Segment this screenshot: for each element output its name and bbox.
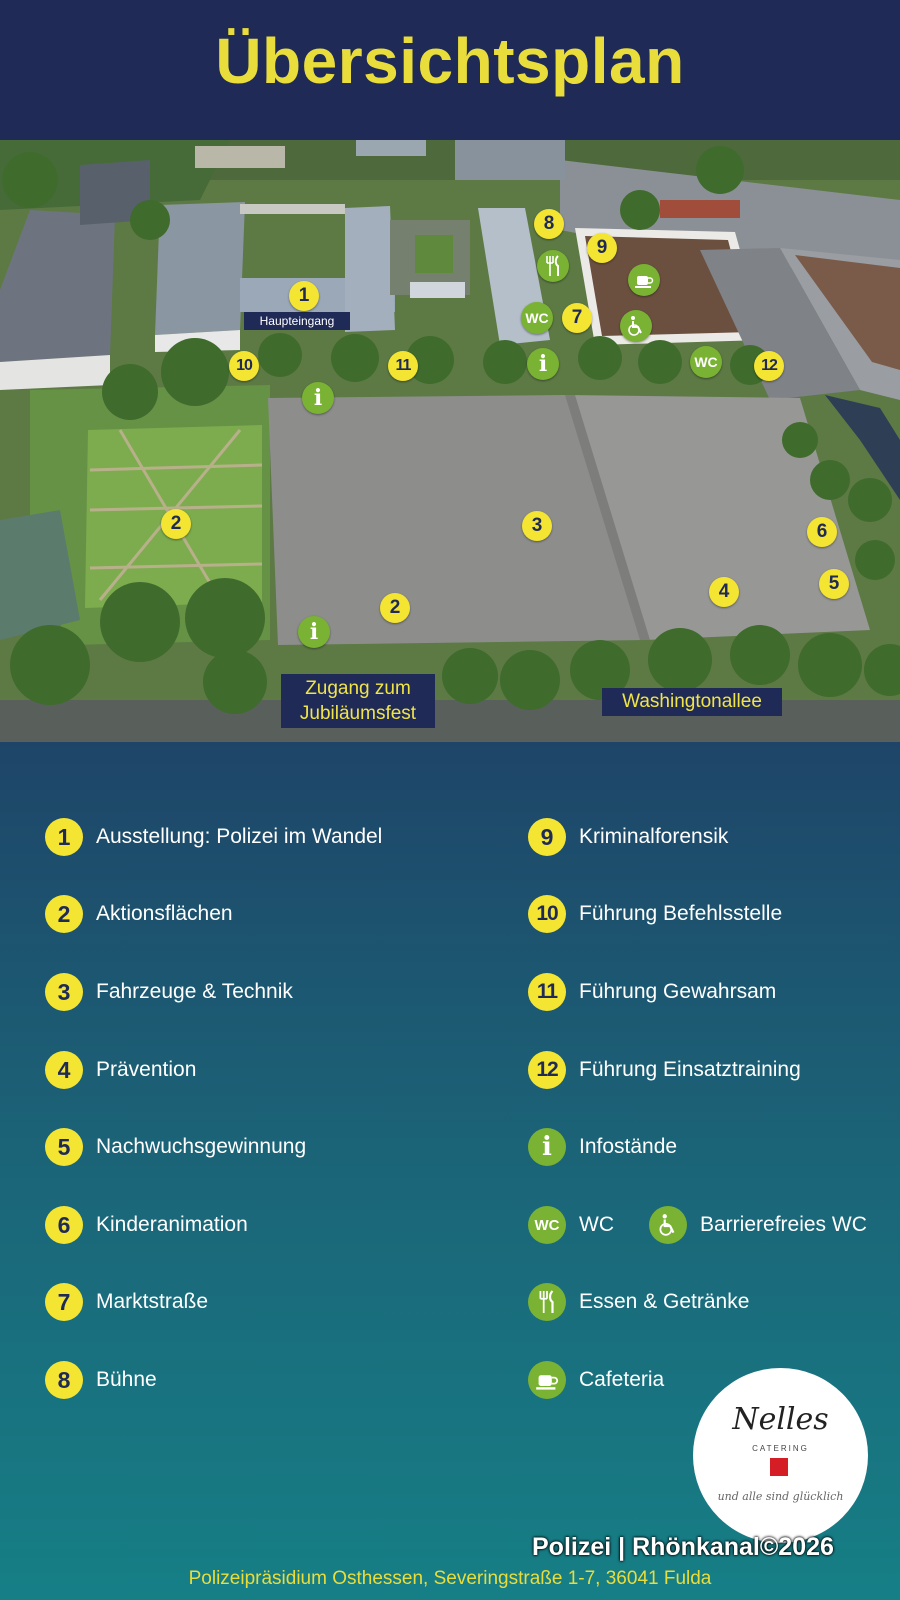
legend-item-food: Essen & Getränke	[528, 1282, 749, 1322]
wc-glyph: WC	[534, 1216, 560, 1234]
street-label: Washingtonallee	[602, 688, 782, 716]
map-marker-6[interactable]: 6	[807, 517, 837, 547]
marker-badge: 2	[45, 895, 83, 933]
map-marker-3[interactable]: 3	[522, 511, 552, 541]
info-icon[interactable]: i	[298, 616, 330, 648]
legend-label: Infostände	[579, 1135, 678, 1158]
marker-badge: 9	[528, 818, 566, 856]
wc-icon: WC	[528, 1206, 566, 1244]
logo-sub: CATERING	[752, 1444, 809, 1453]
legend-label: Bühne	[96, 1368, 157, 1391]
legend-item-9: 9 Kriminalforensik	[528, 817, 728, 857]
aerial-map: Haupteingang Zugang zum Jubiläumsfest Wa…	[0, 140, 900, 742]
photo-credit: Polizei | Rhönkanal©2026	[532, 1533, 834, 1561]
festival-entrance-line2: Jubiläumsfest	[299, 703, 417, 724]
map-marker-2[interactable]: 2	[161, 509, 191, 539]
legend-label: Barrierefreies WC	[700, 1213, 867, 1236]
marker-badge: 4	[45, 1051, 83, 1089]
legend-label: Marktstraße	[96, 1290, 209, 1313]
legend-label: Kinderanimation	[96, 1213, 248, 1236]
legend-item-6: 6 Kinderanimation	[45, 1205, 248, 1245]
legend-item-cafe: Cafeteria	[528, 1360, 664, 1400]
legend-label: Kriminalforensik	[579, 825, 729, 848]
legend-item-5: 5 Nachwuchsgewinnung	[45, 1127, 306, 1167]
marker-badge: 5	[45, 1128, 83, 1166]
legend-label: Ausstellung: Polizei im Wandel	[96, 825, 383, 848]
legend-label: Führung Einsatztraining	[579, 1058, 801, 1081]
wc-icon[interactable]: WC	[690, 346, 722, 378]
legend-item-3: 3 Fahrzeuge & Technik	[45, 972, 293, 1012]
legend-item-11: 11 Führung Gewahrsam	[528, 972, 776, 1012]
legend-item-8: 8 Bühne	[45, 1360, 157, 1400]
header-bar: Übersichtsplan	[0, 0, 900, 140]
map-marker-5[interactable]: 5	[819, 569, 849, 599]
marker-badge: 8	[45, 1361, 83, 1399]
caterer-logo: Nelles CATERING und alle sind glücklich	[693, 1368, 868, 1543]
legend-label: Cafeteria	[579, 1368, 665, 1391]
legend-label: Prävention	[96, 1058, 197, 1081]
legend-label: Führung Befehlsstelle	[579, 902, 783, 925]
marker-badge: 1	[45, 818, 83, 856]
legend-item-wc: WC WC Barrierefreies WC	[528, 1205, 867, 1245]
legend-label: Führung Gewahrsam	[579, 980, 777, 1003]
info-icon[interactable]: i	[302, 382, 334, 414]
info-icon: i	[528, 1128, 566, 1166]
marker-badge: 12	[528, 1051, 566, 1089]
legend-item-4: 4 Prävention	[45, 1050, 196, 1090]
map-marker-4[interactable]: 4	[709, 577, 739, 607]
info-glyph: i	[542, 1132, 552, 1162]
page-title: Übersichtsplan	[215, 25, 685, 97]
map-marker-7[interactable]: 7	[562, 303, 592, 333]
coffee-icon	[528, 1361, 566, 1399]
map-marker-10[interactable]: 10	[229, 351, 259, 381]
marker-badge: 3	[45, 973, 83, 1011]
map-marker-8[interactable]: 8	[534, 209, 564, 239]
legend-label: WC	[579, 1213, 614, 1236]
map-marker-11[interactable]: 11	[388, 351, 418, 381]
legend-item-2: 2 Aktionsflächen	[45, 894, 233, 934]
wc-icon[interactable]: WC	[521, 302, 553, 334]
legend-label: Nachwuchsgewinnung	[96, 1135, 307, 1158]
logo-brand: Nelles	[732, 1402, 829, 1437]
festival-entrance-label: Zugang zum Jubiläumsfest	[281, 674, 435, 728]
legend-item-12: 12 Führung Einsatztraining	[528, 1050, 801, 1090]
marker-badge: 11	[528, 973, 566, 1011]
logo-red-square	[770, 1458, 788, 1476]
accessible-wc-icon[interactable]	[620, 310, 652, 342]
food-icon[interactable]	[537, 250, 569, 282]
main-entrance-label: Haupteingang	[244, 312, 350, 330]
map-marker-12[interactable]: 12	[754, 351, 784, 381]
legend-label: Essen & Getränke	[579, 1290, 750, 1313]
legend-item-10: 10 Führung Befehlsstelle	[528, 894, 782, 934]
info-icon[interactable]: i	[527, 348, 559, 380]
legend-label: Aktionsflächen	[96, 902, 233, 925]
marker-badge: 6	[45, 1206, 83, 1244]
marker-badge: 7	[45, 1283, 83, 1321]
food-icon	[528, 1283, 566, 1321]
legend-item-info: i Infostände	[528, 1127, 677, 1167]
legend-item-1: 1 Ausstellung: Polizei im Wandel	[45, 817, 382, 857]
map-marker-1[interactable]: 1	[289, 281, 319, 311]
marker-badge: 10	[528, 895, 566, 933]
festival-entrance-line1: Zugang zum	[305, 678, 411, 699]
accessible-wc-icon	[649, 1206, 687, 1244]
footer-address: Polizeipräsidium Osthessen, Severingstra…	[188, 1568, 712, 1589]
coffee-icon[interactable]	[628, 264, 660, 296]
legend-item-7: 7 Marktstraße	[45, 1282, 208, 1322]
map-marker-9[interactable]: 9	[587, 233, 617, 263]
map-marker-2[interactable]: 2	[380, 593, 410, 623]
aerial-photo	[0, 140, 900, 742]
logo-tagline: und alle sind glücklich	[717, 1490, 844, 1503]
legend-label: Fahrzeuge & Technik	[96, 980, 293, 1003]
